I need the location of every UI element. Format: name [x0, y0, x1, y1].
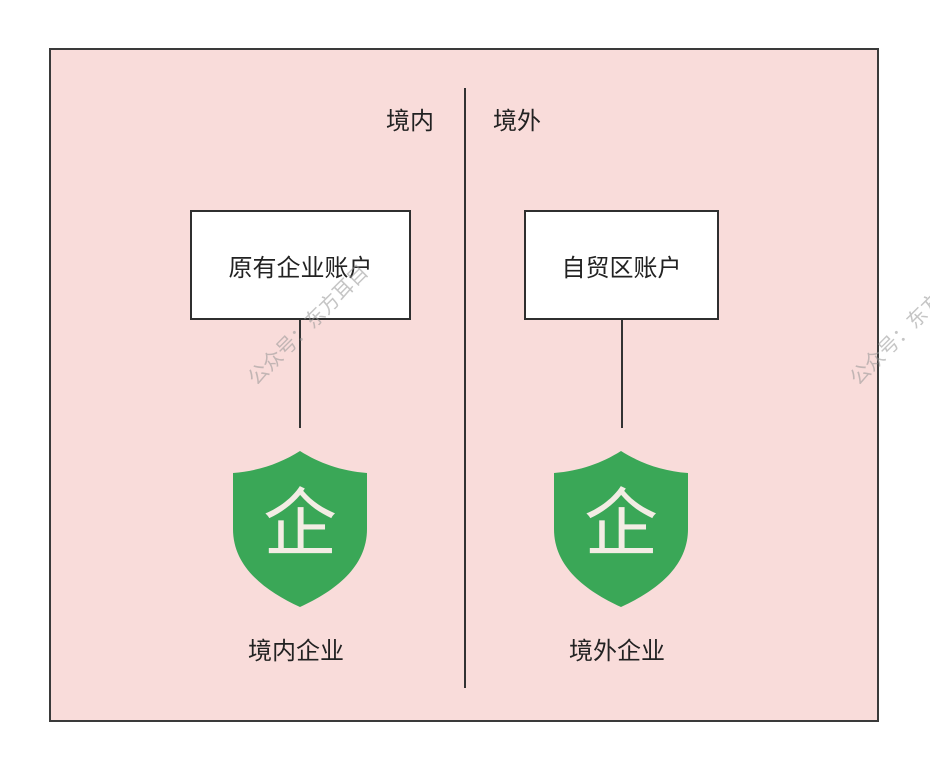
- overseas-enterprise-label: 境外企业: [569, 637, 665, 665]
- overseas-connector-line: [621, 320, 623, 428]
- overseas-enterprise-shield-icon: 企: [554, 451, 688, 607]
- domestic-overseas-divider: [464, 88, 466, 688]
- domestic-enterprise-shield-icon: 企: [233, 451, 367, 607]
- domestic-enterprise-label: 境内企业: [248, 637, 344, 665]
- shield-char: 企: [263, 481, 337, 567]
- overseas-region-label: 境外: [493, 107, 541, 135]
- domestic-connector-line: [299, 320, 301, 428]
- original-enterprise-account-label: 原有企业账户: [228, 253, 373, 282]
- ftz-account-box: 自贸区账户: [524, 210, 719, 320]
- domestic-region-label: 境内: [386, 107, 434, 135]
- ftz-account-label: 自贸区账户: [561, 253, 682, 282]
- original-enterprise-account-box: 原有企业账户: [190, 210, 411, 320]
- shield-char: 企: [584, 481, 658, 567]
